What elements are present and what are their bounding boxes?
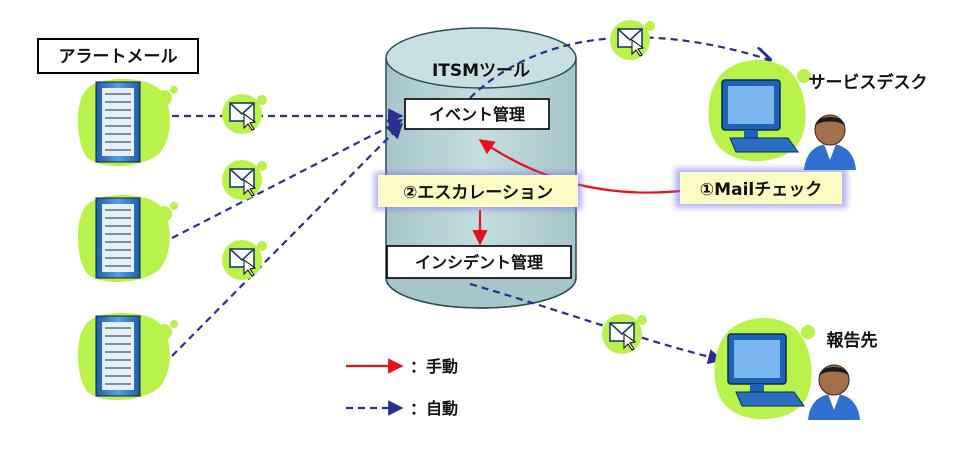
server-icon — [78, 195, 178, 283]
mail-icon — [222, 240, 267, 280]
report-to-label: 報告先 — [827, 330, 878, 351]
report-to-person-icon — [808, 364, 860, 420]
service-desk-label: サービスデスク — [809, 72, 928, 93]
manual-arrows — [472, 139, 691, 246]
legend-auto-label: ：自動 — [410, 399, 458, 418]
escalation-callout: ②エスカレーション — [374, 172, 582, 210]
legend: ：手動 ：自動 — [346, 357, 458, 418]
event-mgmt-box: イベント管理 — [404, 98, 550, 130]
alert-mail-label: アラートメール — [59, 47, 178, 67]
mail-icon — [222, 160, 267, 200]
service-desk-person-icon — [804, 114, 856, 170]
itsm-cylinder: ITSMツール — [385, 27, 577, 309]
itsm-tool-label: ITSMツール — [432, 61, 530, 81]
mail-check-callout: ①Mailチェック — [675, 168, 847, 208]
event-mgmt-label: イベント管理 — [429, 105, 525, 124]
server-icon — [78, 313, 178, 401]
mail-icon — [222, 94, 267, 134]
mail-icon — [610, 20, 655, 60]
mail-icon — [602, 314, 647, 354]
escalation-label: ②エスカレーション — [403, 183, 553, 203]
incident-mgmt-label: インシデント管理 — [415, 253, 543, 272]
report-to-computer-icon — [714, 317, 815, 420]
service-desk-computer-icon — [708, 59, 811, 162]
server-icon — [78, 79, 178, 167]
legend-manual-label: ：手動 — [410, 357, 458, 376]
incident-mgmt-box: インシデント管理 — [386, 245, 572, 279]
auto-arrows — [171, 36, 770, 365]
alert-mail-box: アラートメール — [37, 38, 199, 74]
mail-check-label: ①Mailチェック — [700, 180, 822, 200]
